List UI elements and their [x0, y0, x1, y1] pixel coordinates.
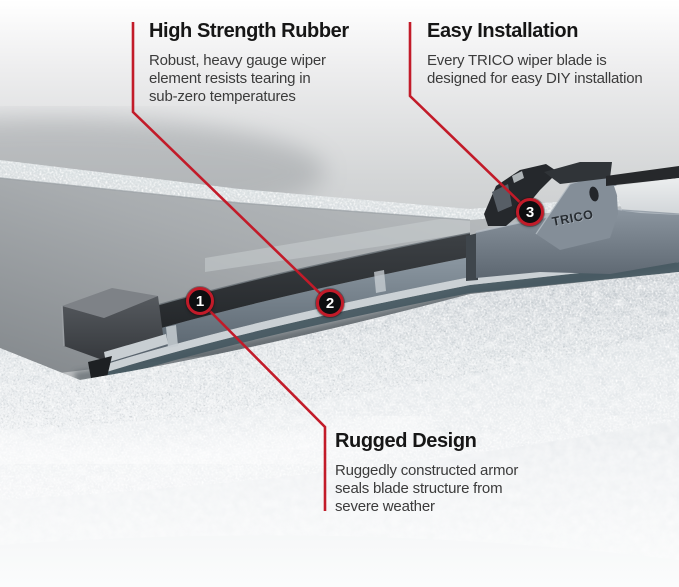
callout-body-rugged-design: Ruggedly constructed armor seals blade s…: [335, 462, 519, 515]
callout-high-strength-rubber: High Strength Rubber Robust, heavy gauge…: [149, 20, 349, 106]
callout-title-rugged-design: Rugged Design: [335, 430, 477, 452]
wiper-arm: [606, 166, 679, 215]
trico-logo: TRICO TRICO: [551, 207, 595, 229]
callout-rugged-design: Rugged Design Ruggedly constructed armor…: [335, 430, 518, 516]
snow-field: [0, 272, 679, 587]
callout-body-high-strength-rubber: Robust, heavy gauge wiper element resist…: [149, 52, 326, 105]
arm-pivot-hole: [589, 186, 599, 202]
feature-badge-3: 3: [516, 198, 544, 226]
feature-badge-2: 2: [316, 289, 344, 317]
feature-badge-2-number: 2: [325, 294, 335, 312]
feature-badge-1: 1: [186, 287, 214, 315]
callout-body-easy-installation: Every TRICO wiper blade is designed for …: [427, 52, 643, 87]
feature-badge-3-number: 3: [525, 203, 535, 221]
callout-easy-installation: Easy Installation Every TRICO wiper blad…: [427, 20, 643, 88]
callout-title-high-strength-rubber: High Strength Rubber: [149, 20, 349, 42]
callout-line-rugged-design: [199, 300, 327, 511]
callout-line-high-strength-rubber: [131, 22, 331, 304]
frost-ridge: [0, 160, 679, 221]
callout-line-easy-installation: [408, 22, 531, 213]
callout-title-easy-installation: Easy Installation: [427, 20, 579, 42]
glass-reflection: [205, 214, 470, 272]
feature-badge-1-number: 1: [195, 292, 205, 310]
callout-lines: [131, 22, 531, 511]
